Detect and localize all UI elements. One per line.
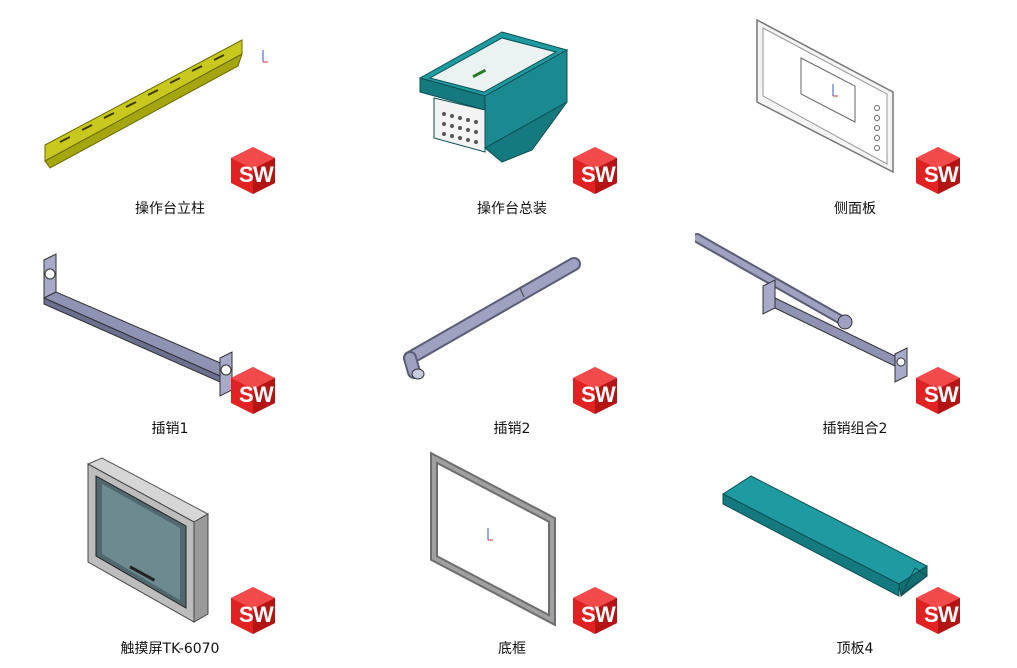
pin-assembly-icon [695,230,1015,420]
file-name[interactable]: 底框 [498,641,526,657]
side-panel-part-icon [695,10,1015,200]
file-item[interactable]: 插销组合2 [695,230,1015,445]
file-item[interactable]: 插销1 [10,230,330,445]
solidworks-badge-icon [570,145,620,195]
solidworks-badge-icon [913,145,963,195]
solidworks-badge-icon [228,145,278,195]
file-name[interactable]: 插销1 [151,421,189,437]
solidworks-badge-icon [570,585,620,635]
file-item[interactable]: 底框 [352,450,672,665]
frame-part-icon [352,450,672,640]
din-rail-part-icon [10,10,330,200]
file-item[interactable]: 插销2 [352,230,672,445]
bracket-part-icon [10,230,330,420]
solidworks-badge-icon [570,365,620,415]
file-item[interactable]: 侧面板 [695,10,1015,225]
solidworks-badge-icon [913,585,963,635]
file-item[interactable]: 操作台总装 [352,10,672,225]
solidworks-badge-icon [228,365,278,415]
console-assembly-icon [352,10,672,200]
solidworks-badge-icon [228,585,278,635]
file-item[interactable]: 顶板4 [695,450,1015,665]
file-name[interactable]: 触摸屏TK-6070 [120,641,220,657]
touchscreen-part-icon [10,450,330,640]
file-name[interactable]: 侧面板 [834,201,876,217]
file-name[interactable]: 插销2 [493,421,531,437]
file-item[interactable]: 触摸屏TK-6070 [10,450,330,665]
file-name[interactable]: 操作台总装 [477,201,547,217]
file-item[interactable]: 操作台立柱 [10,10,330,225]
solidworks-badge-icon [913,365,963,415]
file-name[interactable]: 操作台立柱 [135,201,205,217]
file-name[interactable]: 顶板4 [836,641,874,657]
pin-part-icon [352,230,672,420]
file-name[interactable]: 插销组合2 [822,421,888,437]
top-plate-part-icon [695,450,1015,640]
